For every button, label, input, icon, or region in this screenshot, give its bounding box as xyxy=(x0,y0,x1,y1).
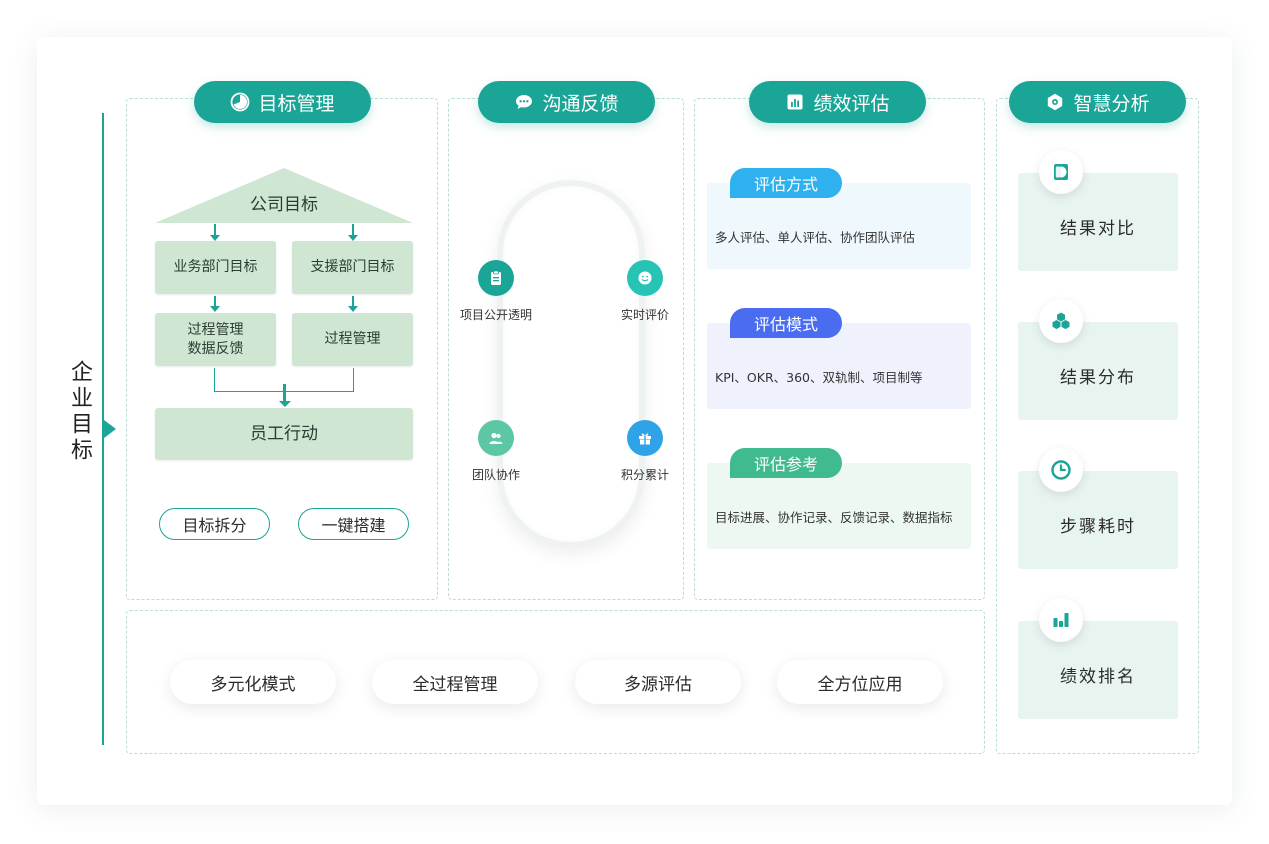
smile-icon xyxy=(627,260,663,296)
eval-reference-tag: 评估参考 xyxy=(730,448,842,478)
one-click-build-button[interactable]: 一键搭建 xyxy=(298,508,409,540)
left-axis-arrow xyxy=(104,420,116,438)
arrow-head xyxy=(348,235,358,241)
clipboard-icon xyxy=(478,260,514,296)
business-dept-goal-box: 业务部门目标 xyxy=(155,241,276,294)
eval-reference-text: 目标进展、协作记录、反馈记录、数据指标 xyxy=(715,510,953,525)
step-duration-card: 步骤耗时 xyxy=(1018,471,1178,569)
features-panel xyxy=(126,610,985,754)
step-duration-label: 步骤耗时 xyxy=(1060,517,1136,537)
enterprise-goal-label: 企业目标 xyxy=(67,360,92,464)
feature-label: 全过程管理 xyxy=(412,674,498,695)
company-goal-roof xyxy=(155,168,413,223)
result-compare-label: 结果对比 xyxy=(1060,219,1136,239)
cubes-icon xyxy=(1039,299,1083,343)
process-label: 过程管理 xyxy=(324,331,381,347)
goal-management-header: 目标管理 xyxy=(194,81,371,123)
performance-ranking-label: 绩效排名 xyxy=(1060,667,1136,687)
arrow-head xyxy=(210,306,220,312)
goal-split-label: 目标拆分 xyxy=(182,516,247,535)
team-collab-label: 团队协作 xyxy=(471,468,520,482)
performance-title: 绩效评估 xyxy=(813,92,890,115)
eval-reference-tag-label: 评估参考 xyxy=(753,455,818,474)
one-click-build-label: 一键搭建 xyxy=(321,516,386,535)
performance-ranking-card: 绩效排名 xyxy=(1018,621,1178,719)
arrow-head xyxy=(348,306,358,312)
transparency-node: 项目公开透明 xyxy=(450,260,542,323)
result-distribution-label: 结果分布 xyxy=(1060,368,1136,388)
eval-mode-tag: 评估模式 xyxy=(730,308,842,338)
analytics-title: 智慧分析 xyxy=(1073,92,1150,115)
realtime-review-node: 实时评价 xyxy=(599,260,691,323)
communication-title: 沟通反馈 xyxy=(542,92,619,115)
arrow-shaft xyxy=(352,296,354,306)
hexagon-gear-icon xyxy=(1048,93,1063,111)
arrow-shaft xyxy=(283,384,286,402)
business-dept-goal-label: 业务部门目标 xyxy=(173,259,258,275)
employee-action-label: 员工行动 xyxy=(250,423,318,444)
points-node: 积分累计 xyxy=(599,420,691,483)
support-dept-goal-box: 支援部门目标 xyxy=(292,241,413,294)
team-collab-node: 团队协作 xyxy=(450,420,542,483)
analytics-header: 智慧分析 xyxy=(1009,81,1186,123)
feature-full-process: 全过程管理 xyxy=(372,660,538,704)
realtime-review-label: 实时评价 xyxy=(620,308,669,322)
result-distribution-card: 结果分布 xyxy=(1018,322,1178,420)
employee-action-box: 员工行动 xyxy=(155,408,413,460)
company-goal-label: 公司目标 xyxy=(250,195,318,215)
pie-chart-icon xyxy=(231,92,250,112)
arrow-head xyxy=(279,401,291,407)
chat-bubble-icon xyxy=(516,95,533,109)
eval-method-tag-label: 评估方式 xyxy=(753,175,818,194)
feedback-loop-track xyxy=(497,180,645,548)
support-dept-goal-label: 支援部门目标 xyxy=(310,259,395,275)
left-axis-line xyxy=(102,113,104,745)
feature-label: 全方位应用 xyxy=(817,674,903,695)
clock-icon xyxy=(1039,448,1083,492)
goal-split-button[interactable]: 目标拆分 xyxy=(159,508,270,540)
result-compare-card: 结果对比 xyxy=(1018,173,1178,271)
arrow-shaft xyxy=(214,224,216,235)
arrow-head xyxy=(210,235,220,241)
feature-all-round: 全方位应用 xyxy=(777,660,943,704)
goal-management-title: 目标管理 xyxy=(258,92,335,115)
compare-icon xyxy=(1039,150,1083,194)
feature-diversified-mode: 多元化模式 xyxy=(170,660,336,704)
team-icon xyxy=(478,420,514,456)
arrow-shaft xyxy=(352,224,354,235)
bar-chart-icon xyxy=(787,94,803,110)
transparency-label: 项目公开透明 xyxy=(459,308,532,322)
communication-header: 沟通反馈 xyxy=(478,81,655,123)
points-label: 积分累计 xyxy=(620,468,669,482)
gift-icon xyxy=(627,420,663,456)
feature-label: 多元化模式 xyxy=(210,674,296,695)
arrow-shaft xyxy=(214,296,216,306)
performance-header: 绩效评估 xyxy=(749,81,926,123)
feature-label: 多源评估 xyxy=(624,674,692,695)
feature-multi-source: 多源评估 xyxy=(575,660,741,704)
eval-method-tag: 评估方式 xyxy=(730,168,842,198)
process-data-box: 过程管理 数据反馈 xyxy=(155,313,276,366)
process-box: 过程管理 xyxy=(292,313,413,366)
process-data-label: 过程管理 数据反馈 xyxy=(187,321,244,357)
eval-mode-tag-label: 评估模式 xyxy=(753,315,818,334)
eval-method-text: 多人评估、单人评估、协作团队评估 xyxy=(715,230,916,245)
ranking-bars-icon xyxy=(1039,598,1083,642)
eval-mode-text: KPI、OKR、360、双轨制、项目制等 xyxy=(715,370,923,385)
